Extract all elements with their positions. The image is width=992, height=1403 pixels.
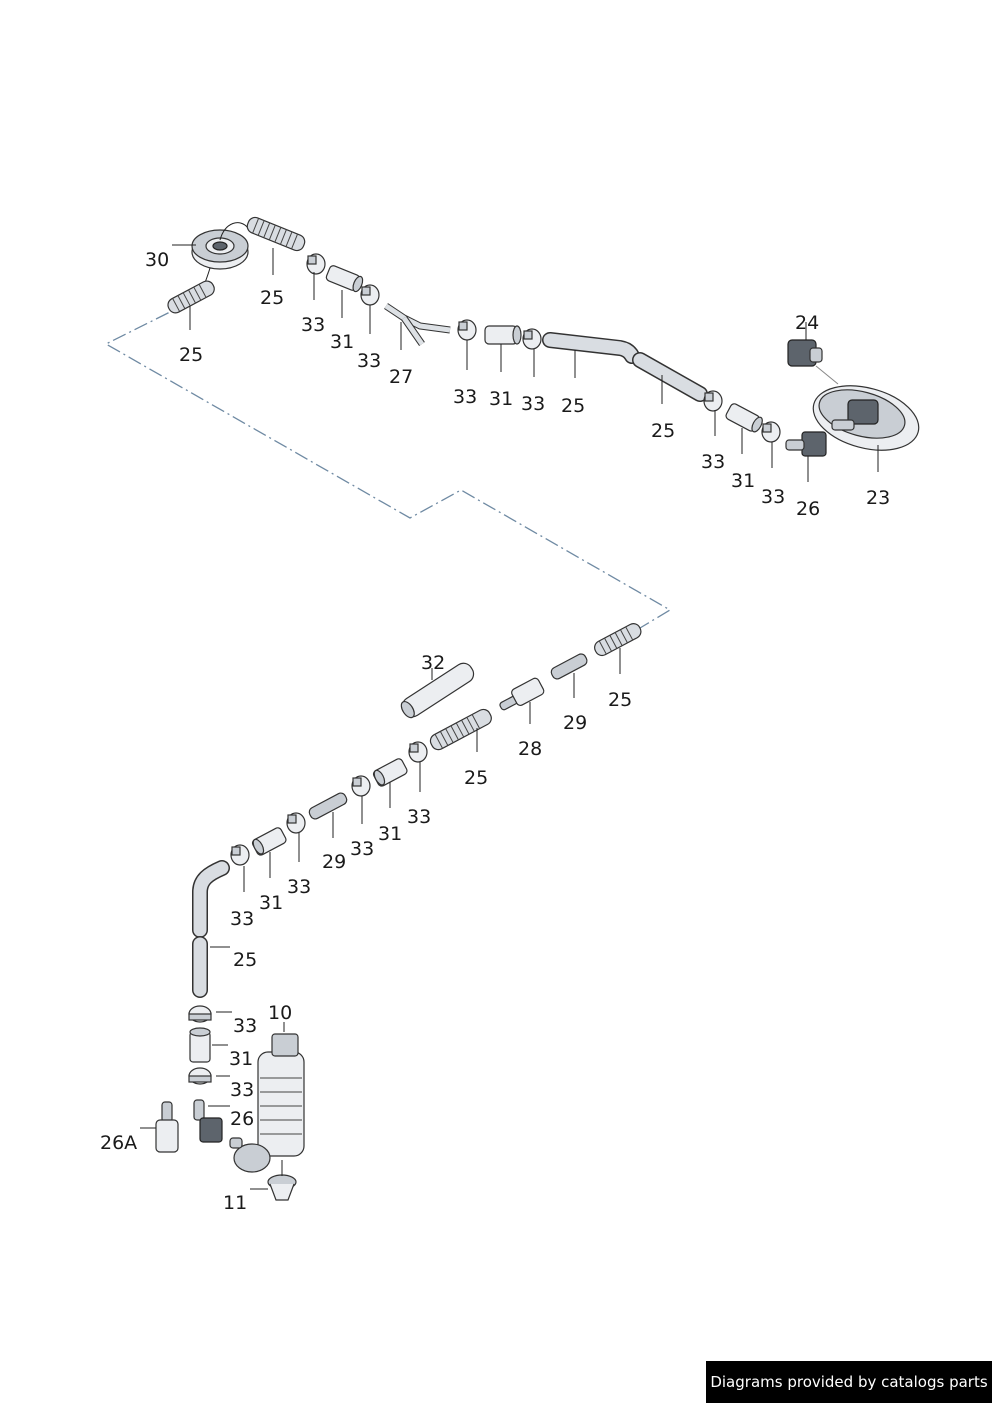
callout-25: 25: [561, 395, 585, 417]
clip-33-b: [360, 284, 380, 306]
hose-25-d: [594, 623, 642, 657]
callout-25: 25: [233, 949, 257, 971]
grommet-11: [267, 1174, 297, 1201]
callout-31: 31: [731, 470, 755, 492]
sleeve-31-a: [325, 265, 364, 293]
connector-26A: [155, 1101, 179, 1153]
callout-32: 32: [421, 652, 445, 674]
clip-33-i: [286, 812, 306, 834]
callout-24: 24: [795, 312, 819, 334]
callout-27: 27: [389, 366, 413, 388]
hose-25-e: [429, 708, 492, 751]
sleeve-31-d: [372, 758, 408, 787]
sleeve-31-b: [484, 325, 522, 345]
callout-25: 25: [464, 767, 488, 789]
clip-33-g: [408, 741, 428, 763]
connector-26-b: [193, 1099, 223, 1143]
callout-31: 31: [378, 823, 402, 845]
callout-26A: 26A: [100, 1132, 137, 1154]
callout-33: 33: [453, 386, 477, 408]
callout-30: 30: [145, 249, 169, 271]
callout-33: 33: [230, 1079, 254, 1101]
clip-33-f: [761, 421, 781, 443]
callout-31: 31: [259, 892, 283, 914]
callout-33: 33: [301, 314, 325, 336]
callout-25: 25: [608, 689, 632, 711]
clip-33-l: [188, 1067, 212, 1085]
callout-33: 33: [701, 451, 725, 473]
callout-26: 26: [796, 498, 820, 520]
connector-24: [787, 339, 823, 367]
clip-33-e: [703, 390, 723, 412]
hose-25-c: [542, 332, 708, 402]
clip-33-h: [351, 775, 371, 797]
callout-33: 33: [407, 806, 431, 828]
callout-31: 31: [330, 331, 354, 353]
callout-25: 25: [651, 420, 675, 442]
hose-25-f: [192, 860, 230, 998]
callout-28: 28: [518, 738, 542, 760]
grommet-30: [191, 222, 249, 291]
leader-lines: [140, 244, 879, 1190]
clip-33-c: [457, 319, 477, 341]
callout-23: 23: [866, 487, 890, 509]
pump-10: [229, 1033, 305, 1173]
hose-25-a: [246, 216, 306, 252]
nozzle-23: [812, 385, 920, 451]
hose-25-b: [167, 280, 215, 314]
callout-labels: 30 25 25 33 31 33 27 33 31 33 25 25 24 3…: [100, 249, 890, 1214]
sleeve-31-c: [725, 403, 763, 433]
connector-26-a: [785, 431, 827, 457]
y-connector-27: [384, 303, 451, 346]
clip-33-j: [230, 844, 250, 866]
callout-33: 33: [287, 876, 311, 898]
callout-33: 33: [230, 908, 254, 930]
connector-29-a: [550, 653, 588, 680]
clip-33-d: [522, 328, 542, 350]
credit-banner: Diagrams provided by catalogs parts: [706, 1361, 992, 1403]
callout-33: 33: [357, 350, 381, 372]
callout-33: 33: [233, 1015, 257, 1037]
connector-29-b: [308, 792, 348, 820]
clip-33-a: [306, 253, 326, 275]
callout-10: 10: [268, 1002, 292, 1024]
callout-31: 31: [229, 1048, 253, 1070]
sleeve-31-f: [189, 1027, 211, 1063]
pipe-32: [400, 662, 475, 719]
callout-33: 33: [350, 838, 374, 860]
callout-25: 25: [179, 344, 203, 366]
adapter-28: [499, 677, 545, 711]
sleeve-31-e: [251, 827, 287, 856]
callout-29: 29: [563, 712, 587, 734]
clip-33-k: [188, 1005, 212, 1023]
callout-33: 33: [521, 393, 545, 415]
callout-33: 33: [761, 486, 785, 508]
callout-25: 25: [260, 287, 284, 309]
callout-11: 11: [223, 1192, 247, 1214]
connection-line: [104, 301, 672, 629]
callout-31: 31: [489, 388, 513, 410]
callout-29: 29: [322, 851, 346, 873]
callout-26: 26: [230, 1108, 254, 1130]
